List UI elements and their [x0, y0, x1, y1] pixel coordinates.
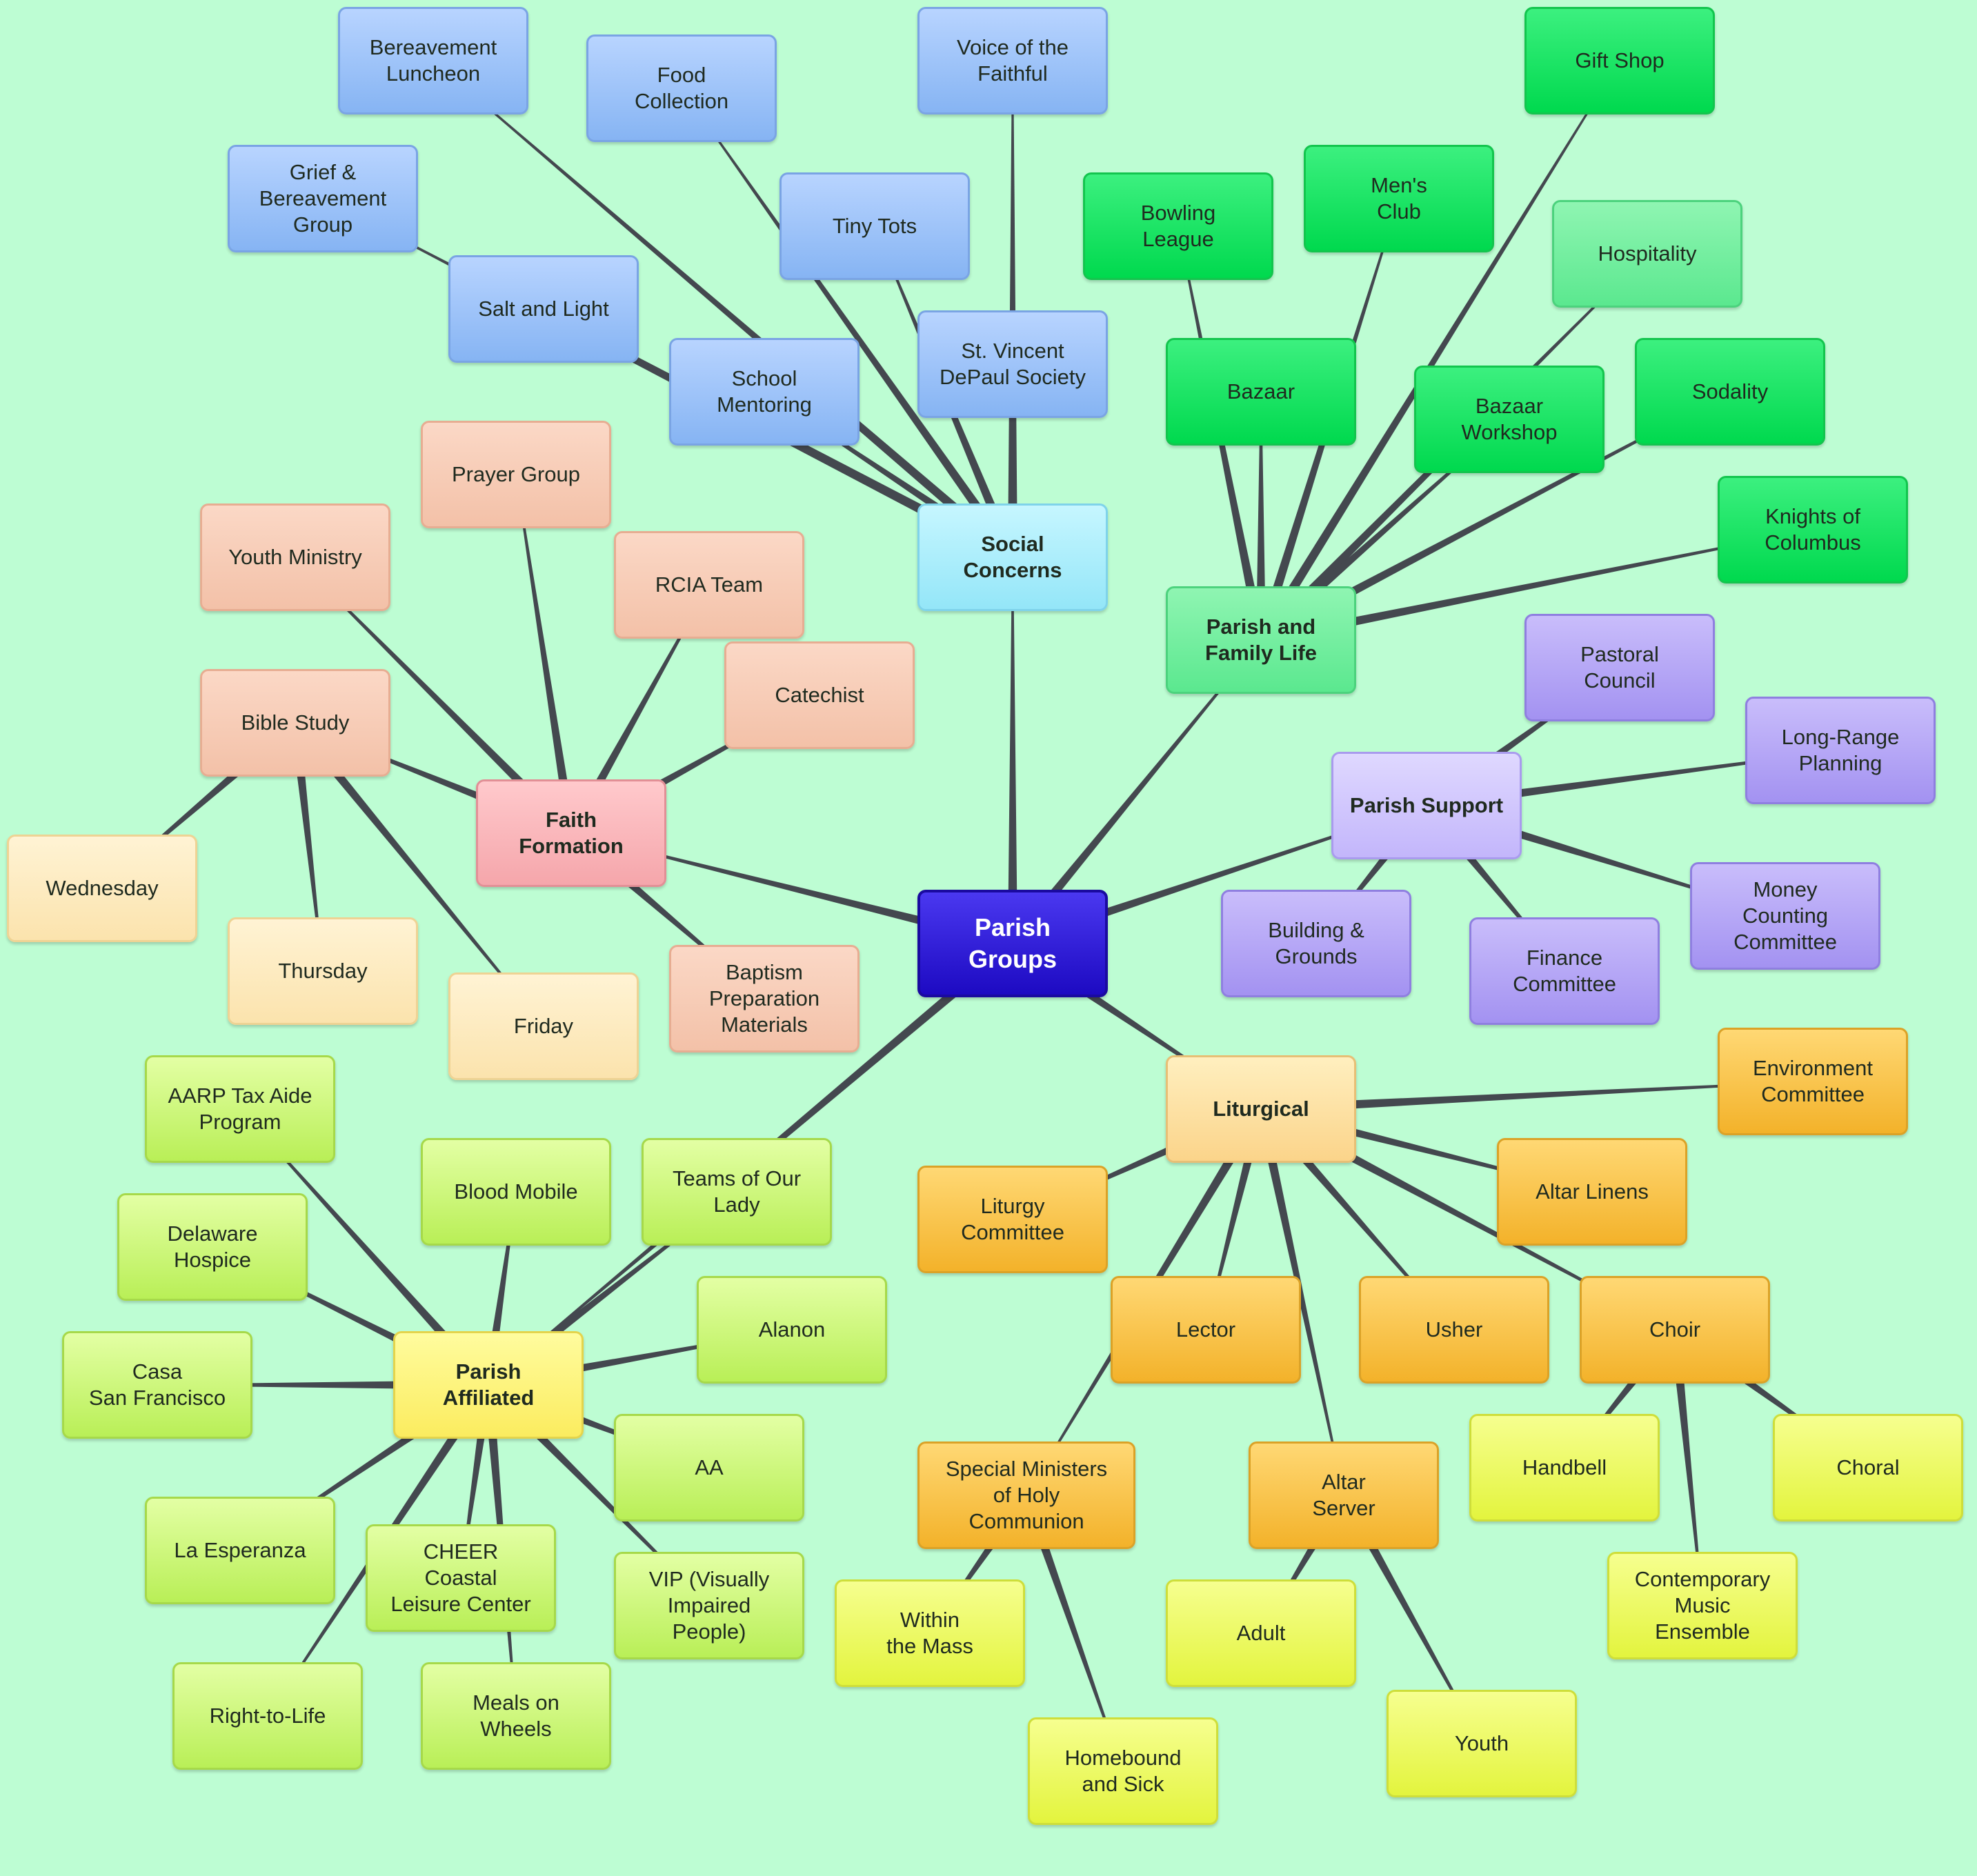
connector-faith-formation-to-rcia-team	[566, 584, 710, 836]
connector-altar-server-to-youth	[1339, 1493, 1482, 1744]
node-mens-club[interactable]: Men's Club	[1304, 145, 1494, 252]
node-st-vincent-depaul[interactable]: St. Vincent DePaul Society	[917, 310, 1108, 418]
connector-parish-and-family-life-to-bazaar	[1256, 392, 1266, 640]
connector-parish-groups-to-parish-support	[1011, 805, 1427, 948]
node-prayer-group[interactable]: Prayer Group	[421, 421, 611, 528]
node-thursday[interactable]: Thursday	[228, 917, 418, 1025]
node-within-the-mass[interactable]: Within the Mass	[835, 1579, 1025, 1687]
node-parish-affiliated[interactable]: Parish Affiliated	[393, 1331, 584, 1439]
node-adult[interactable]: Adult	[1166, 1579, 1356, 1687]
node-knights-of-columbus[interactable]: Knights of Columbus	[1718, 476, 1908, 583]
node-school-mentoring[interactable]: School Mentoring	[669, 338, 860, 446]
node-bible-study[interactable]: Bible Study	[200, 669, 390, 777]
node-environment-committee[interactable]: Environment Committee	[1718, 1028, 1908, 1135]
node-cheer[interactable]: CHEER Coastal Leisure Center	[366, 1524, 556, 1632]
node-vip[interactable]: VIP (Visually Impaired People)	[614, 1552, 804, 1659]
connector-social-concerns-to-food-collection	[681, 88, 1017, 560]
node-youth-ministry[interactable]: Youth Ministry	[200, 503, 390, 611]
node-grief-bereavement-group[interactable]: Grief & Bereavement Group	[228, 145, 418, 252]
node-parish-and-family-life[interactable]: Parish and Family Life	[1166, 586, 1356, 694]
connector-liturgical-to-lector	[1205, 1108, 1266, 1330]
node-casa-san-francisco[interactable]: Casa San Francisco	[62, 1331, 252, 1439]
node-tiny-tots[interactable]: Tiny Tots	[779, 172, 970, 280]
node-money-counting-committee[interactable]: Money Counting Committee	[1690, 862, 1880, 970]
node-finance-committee[interactable]: Finance Committee	[1469, 917, 1660, 1025]
connector-social-concerns-to-bereavement-luncheon	[433, 60, 1016, 561]
connector-choir-to-contemporary-music	[1670, 1329, 1703, 1606]
node-aarp-tax-aide[interactable]: AARP Tax Aide Program	[145, 1055, 335, 1163]
connector-parish-groups-to-faith-formation	[570, 832, 1014, 948]
node-pastoral-council[interactable]: Pastoral Council	[1524, 614, 1715, 721]
node-youth[interactable]: Youth	[1387, 1690, 1577, 1797]
connector-social-concerns-to-voice-of-the-faithful	[1008, 61, 1017, 557]
node-bereavement-luncheon[interactable]: Bereavement Luncheon	[338, 7, 528, 114]
node-aa[interactable]: AA	[614, 1414, 804, 1521]
node-baptism-prep[interactable]: Baptism Preparation Materials	[669, 945, 860, 1052]
node-sodality[interactable]: Sodality	[1635, 338, 1825, 446]
node-long-range-planning[interactable]: Long-Range Planning	[1745, 697, 1936, 804]
node-teams-of-our-lady[interactable]: Teams of Our Lady	[642, 1138, 832, 1246]
node-social-concerns[interactable]: Social Concerns	[917, 503, 1108, 611]
node-rcia-team[interactable]: RCIA Team	[614, 531, 804, 639]
connector-parish-groups-to-social-concerns	[1008, 557, 1017, 944]
node-wednesday[interactable]: Wednesday	[7, 835, 197, 942]
node-delaware-hospice[interactable]: Delaware Hospice	[117, 1193, 308, 1301]
node-blood-mobile[interactable]: Blood Mobile	[421, 1138, 611, 1246]
connector-parish-and-family-life-to-knights-of-columbus	[1260, 529, 1814, 645]
node-voice-of-the-faithful[interactable]: Voice of the Faithful	[917, 7, 1108, 114]
node-usher[interactable]: Usher	[1359, 1276, 1549, 1384]
node-right-to-life[interactable]: Right-to-Life	[172, 1662, 363, 1770]
node-liturgical[interactable]: Liturgical	[1166, 1055, 1356, 1163]
node-alanon[interactable]: Alanon	[697, 1276, 887, 1384]
node-building-grounds[interactable]: Building & Grounds	[1221, 890, 1411, 997]
connector-liturgical-to-environment-committee	[1260, 1081, 1813, 1114]
connector-parish-and-family-life-to-sodality	[1258, 391, 1731, 645]
node-homebound-sick[interactable]: Homebound and Sick	[1028, 1717, 1218, 1825]
node-contemporary-music[interactable]: Contemporary Music Ensemble	[1607, 1552, 1798, 1659]
node-liturgy-committee[interactable]: Liturgy Committee	[917, 1166, 1108, 1273]
connector-faith-formation-to-prayer-group	[515, 474, 576, 835]
node-faith-formation[interactable]: Faith Formation	[476, 779, 666, 887]
node-la-esperanza[interactable]: La Esperanza	[145, 1497, 335, 1604]
node-friday[interactable]: Friday	[448, 972, 639, 1080]
node-lector[interactable]: Lector	[1111, 1276, 1301, 1384]
connector-special-ministers-to-homebound-sick	[1022, 1493, 1124, 1772]
node-meals-on-wheels[interactable]: Meals on Wheels	[421, 1662, 611, 1770]
node-catechist[interactable]: Catechist	[724, 641, 915, 749]
connector-parish-and-family-life-to-gift-shop	[1257, 60, 1620, 643]
node-altar-linens[interactable]: Altar Linens	[1497, 1138, 1687, 1246]
node-choir[interactable]: Choir	[1580, 1276, 1770, 1384]
connector-liturgical-to-choir	[1258, 1104, 1676, 1330]
node-food-collection[interactable]: Food Collection	[586, 34, 777, 142]
node-bowling-league[interactable]: Bowling League	[1083, 172, 1273, 280]
connector-bible-study-to-thursday	[290, 722, 324, 972]
node-parish-groups[interactable]: Parish Groups	[917, 890, 1108, 997]
connector-parish-groups-to-parish-and-family-life	[1009, 639, 1262, 947]
connector-bible-study-to-friday	[291, 719, 544, 1027]
node-bazaar-workshop[interactable]: Bazaar Workshop	[1414, 366, 1605, 473]
node-gift-shop[interactable]: Gift Shop	[1524, 7, 1715, 114]
connector-parish-support-to-long-range-planning	[1426, 750, 1841, 810]
node-choral[interactable]: Choral	[1773, 1414, 1963, 1521]
connector-parish-affiliated-to-aarp-tax-aide	[239, 1108, 493, 1388]
connector-faith-formation-to-youth-ministry	[295, 557, 575, 837]
node-special-ministers[interactable]: Special Ministers of Holy Communion	[917, 1441, 1135, 1549]
node-parish-support[interactable]: Parish Support	[1331, 752, 1522, 859]
node-handbell[interactable]: Handbell	[1469, 1414, 1660, 1521]
node-altar-server[interactable]: Altar Server	[1249, 1441, 1439, 1549]
node-hospitality[interactable]: Hospitality	[1552, 200, 1742, 308]
node-salt-and-light[interactable]: Salt and Light	[448, 255, 639, 363]
node-bazaar[interactable]: Bazaar	[1166, 338, 1356, 446]
